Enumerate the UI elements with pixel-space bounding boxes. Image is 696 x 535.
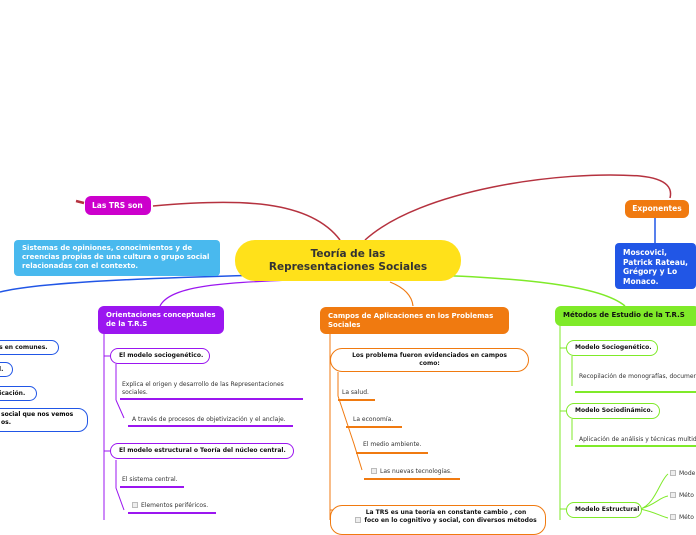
checkbox-icon[interactable]	[355, 517, 362, 523]
campos-item-tecnologias[interactable]: Las nuevas tecnologías.	[371, 468, 471, 476]
link-trs-son-arrow	[75, 199, 85, 205]
topic-metodos[interactable]: Métodos de Estudio de la T.R.S	[555, 306, 696, 326]
underline	[346, 426, 402, 428]
underline	[356, 452, 428, 454]
underline	[128, 425, 293, 427]
campos-constante-line2-text: foco en lo cognitivo y social, con diver…	[364, 517, 537, 524]
link-exponentes	[364, 174, 672, 241]
topic-orientaciones[interactable]: Orientaciones conceptuales de la T.R.S	[98, 306, 224, 334]
metodos-sociodinamico-text[interactable]: Aplicación de análisis y técnicas multid…	[579, 436, 696, 443]
link-trs-son	[152, 201, 341, 241]
exponentes-names[interactable]: Moscovici, Patrick Rateau, Grégory y Lo …	[615, 243, 696, 289]
campos-item-salud[interactable]: La salud.	[342, 389, 369, 396]
orientaciones-estructural[interactable]: El modelo estructural o Teoría del núcle…	[110, 443, 294, 459]
campos-constante-line2: foco en lo cognitivo y social, con diver…	[355, 517, 537, 525]
left-fragment-2[interactable]: al.	[0, 362, 13, 377]
link-left	[0, 274, 266, 293]
underline	[128, 512, 216, 514]
metodos-estructural[interactable]: Modelo Estructural	[566, 502, 642, 518]
checkbox-icon[interactable]	[670, 514, 676, 520]
metodos-sub-item-3-label: Méto	[679, 514, 694, 521]
link-metodos	[429, 274, 626, 307]
underline	[364, 478, 460, 480]
checkbox-icon[interactable]	[670, 492, 676, 498]
orientaciones-sistema-central[interactable]: El sistema central.	[122, 476, 178, 483]
topic-exponentes[interactable]: Exponentes	[625, 200, 689, 218]
left-fragment-4-line2: os.	[1, 419, 11, 426]
central-title-line2: Representaciones Sociales	[268, 261, 428, 273]
underline	[120, 486, 184, 488]
metodos-sub-item-3[interactable]: Méto	[670, 514, 696, 522]
left-fragment-1[interactable]: es en comunes.	[0, 340, 59, 355]
orientaciones-sociogenetico[interactable]: El modelo sociogenético.	[110, 348, 210, 364]
campos-problemas[interactable]: Los problema fueron evidenciados en camp…	[330, 348, 529, 372]
metodos-sub-item-2-label: Méto	[679, 492, 694, 499]
left-fragment-4[interactable]: social que nos vemos os.	[0, 408, 88, 432]
orientaciones-sociogenetico-text1[interactable]: Explica el origen y desarrollo de las Re…	[122, 381, 284, 396]
metodos-sociogenetico[interactable]: Modelo Sociogenético.	[566, 340, 658, 356]
orientaciones-perifericos-label: Elementos periféricos.	[141, 502, 209, 509]
campos-item-medio-ambiente[interactable]: El medio ambiente.	[363, 441, 422, 448]
checkbox-icon[interactable]	[371, 468, 377, 474]
link-orientaciones	[159, 279, 291, 307]
orientaciones-sociogenetico-text2[interactable]: A través de procesos de objetivización y…	[132, 416, 286, 423]
metodos-sociogenetico-text[interactable]: Recopilación de monografías, documentos,…	[579, 373, 696, 380]
campos-item-economia[interactable]: La economía.	[353, 416, 394, 423]
underline	[120, 398, 303, 400]
left-fragment-3[interactable]: nicación.	[0, 386, 37, 401]
topic-trs-son[interactable]: Las TRS son	[85, 196, 151, 215]
metodos-sub-item-1[interactable]: Mode	[670, 470, 696, 478]
campos-constante[interactable]: La TRS es una teoría en constante cambio…	[330, 505, 546, 535]
underline	[338, 399, 375, 401]
metodos-sub-item-1-label: Mode	[679, 470, 696, 477]
underline	[575, 391, 696, 393]
checkbox-icon[interactable]	[670, 470, 676, 476]
campos-constante-line1: La TRS es una teoría en constante cambio…	[365, 509, 527, 516]
topic-campos[interactable]: Campos de Aplicaciones en los Problemas …	[320, 307, 509, 334]
central-title-line1: Teoría de las	[310, 248, 386, 260]
orientaciones-perifericos[interactable]: Elementos periféricos.	[132, 502, 232, 510]
central-topic[interactable]: Teoría de las Representaciones Sociales	[235, 240, 461, 281]
link-campos	[389, 281, 414, 307]
campos-item-tecnologias-label: Las nuevas tecnologías.	[380, 468, 452, 475]
metodos-sociodinamico[interactable]: Modelo Sociodinámico.	[566, 403, 660, 419]
trs-son-description[interactable]: Sistemas de opiniones, conocimientos y d…	[14, 240, 220, 276]
left-fragment-4-line1: social que nos vemos	[1, 411, 74, 418]
checkbox-icon[interactable]	[132, 502, 138, 508]
metodos-sub-item-2[interactable]: Méto	[670, 492, 696, 500]
underline	[575, 445, 696, 447]
